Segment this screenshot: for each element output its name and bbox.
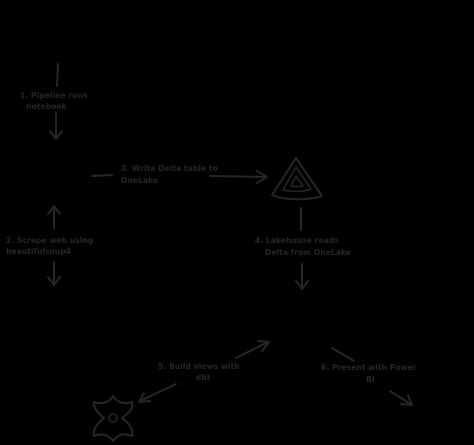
- step5-label: 5. Build views with dbt: [158, 362, 242, 382]
- step5-line2: dbt: [196, 373, 211, 382]
- dbt-icon: [92, 395, 134, 442]
- step6-label: 6. Present with Power BI: [321, 363, 419, 384]
- step4-label: 4. Lakehouse reads Delta from OneLake: [255, 236, 351, 257]
- step1-label: 1. Pipeline runs notebook: [20, 91, 91, 111]
- step6-line2: BI: [366, 375, 375, 384]
- step3-line2: OneLake: [121, 176, 158, 185]
- step6-line1: 6. Present with Power: [321, 363, 417, 372]
- step2-label: 2. Scrape web using beautifulsoup4: [6, 236, 96, 256]
- step1-line2: notebook: [26, 102, 68, 111]
- step4-line2: Delta from OneLake: [265, 248, 351, 257]
- present-arrow: [331, 347, 413, 406]
- build-views-arrow: [138, 340, 270, 403]
- step4-line1: 4. Lakehouse reads: [255, 236, 339, 245]
- pipeline-arrow: [49, 63, 63, 140]
- step5-line1: 5. Build views with: [158, 362, 240, 371]
- lakehouse-read-arrow: [295, 207, 309, 290]
- step3-label: 3. Write Delta table to OneLake: [121, 164, 221, 185]
- step3-line1: 3. Write Delta table to: [121, 164, 218, 173]
- scrape-arrow: [47, 205, 61, 286]
- step2-line2: beautifulsoup4: [6, 247, 71, 256]
- step1-line1: 1. Pipeline runs: [20, 91, 88, 100]
- onelake-icon: [271, 157, 323, 201]
- write-delta-arrow: [91, 170, 268, 184]
- step2-line1: 2. Scrape web using: [6, 236, 93, 245]
